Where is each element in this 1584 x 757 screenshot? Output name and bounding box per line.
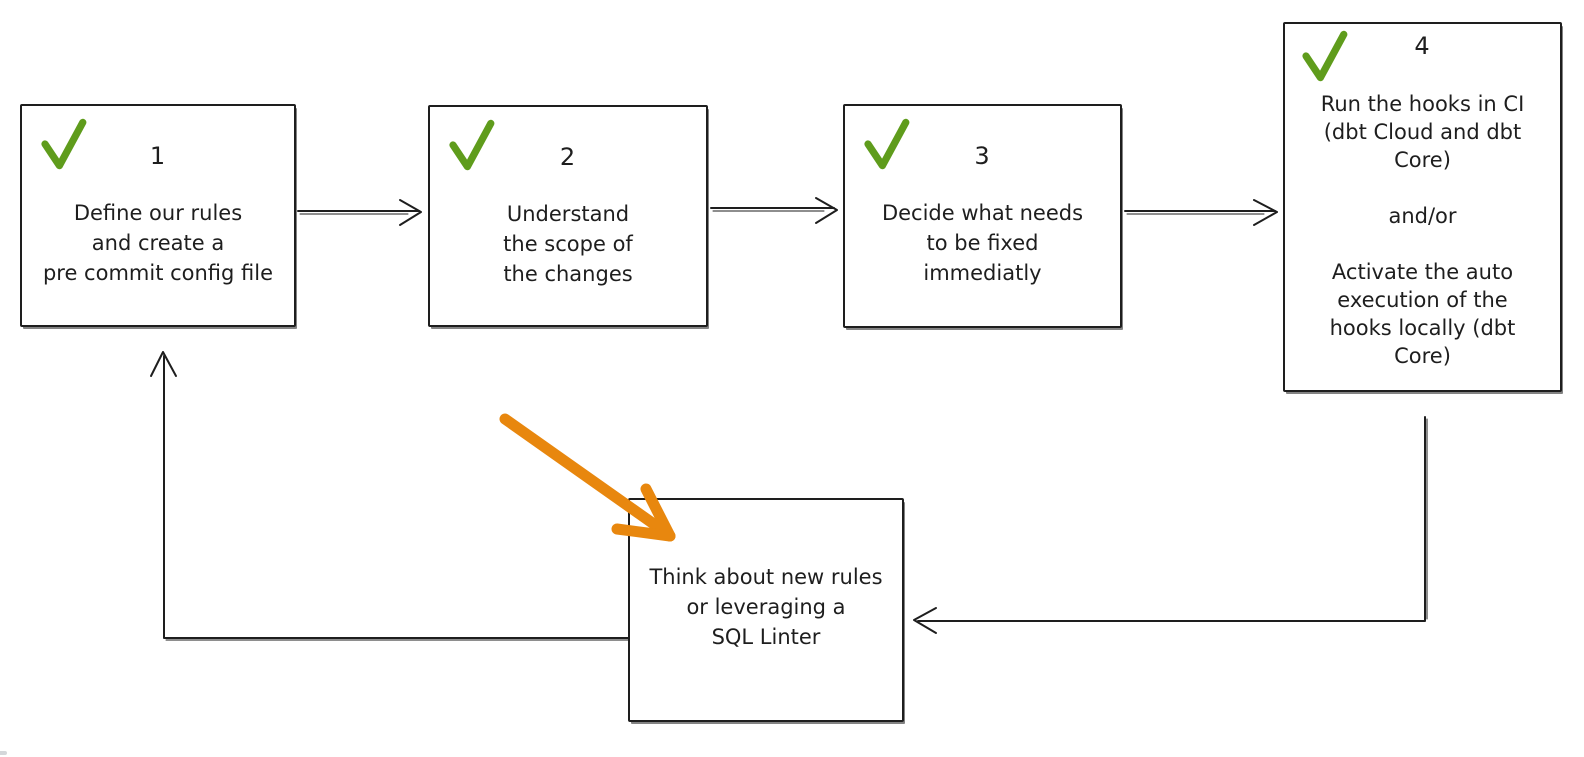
step-3-box[interactable]: 3 Decide what needs to be fixed immediat… bbox=[843, 104, 1122, 328]
text-line: Decide what needs bbox=[881, 201, 1084, 225]
arrow-step1-step2-icon[interactable] bbox=[297, 199, 422, 226]
text-line: and create a bbox=[91, 231, 225, 255]
step-1-box[interactable]: 1 Define our rules and create a pre comm… bbox=[20, 104, 296, 327]
text-line: execution of the bbox=[1337, 288, 1508, 312]
text-line: SQL Linter bbox=[711, 625, 821, 649]
arrow-step4-loopbox-icon[interactable] bbox=[913, 416, 1428, 634]
step-number: 3 bbox=[974, 142, 991, 170]
screen-corner-artifact bbox=[0, 751, 7, 755]
arrow-step3-step4-icon[interactable] bbox=[1124, 199, 1278, 226]
text-line: Core) bbox=[1394, 148, 1451, 172]
step-text: Run the hooks in CI (dbt Cloud and dbt C… bbox=[1285, 90, 1560, 370]
step-text: Define our rules and create a pre commit… bbox=[22, 198, 294, 288]
text-line: (dbt Cloud and dbt bbox=[1323, 120, 1522, 144]
loop-box-text: Think about new rules or leveraging a SQ… bbox=[630, 562, 902, 652]
step-number: 4 bbox=[1414, 32, 1431, 60]
check-icon bbox=[1302, 30, 1348, 82]
text-line: or leveraging a bbox=[686, 595, 846, 619]
text-line: Run the hooks in CI bbox=[1320, 92, 1525, 116]
orange-arrow-icon[interactable] bbox=[499, 413, 676, 542]
text-line: immediatly bbox=[923, 261, 1042, 285]
step-2-box[interactable]: 2 Understand the scope of the changes bbox=[428, 105, 708, 327]
text-line: hooks locally (dbt bbox=[1329, 316, 1516, 340]
text-line: Think about new rules bbox=[649, 565, 883, 589]
check-icon bbox=[864, 118, 910, 170]
text-line: the scope of bbox=[503, 232, 633, 256]
arrow-loopbox-step1-icon[interactable] bbox=[150, 351, 631, 641]
text-line: and/or bbox=[1388, 204, 1457, 228]
check-icon bbox=[41, 118, 87, 170]
step-4-box[interactable]: 4 Run the hooks in CI (dbt Cloud and dbt… bbox=[1283, 22, 1562, 392]
text-line: Define our rules bbox=[73, 201, 243, 225]
text-line: to be fixed bbox=[926, 231, 1039, 255]
step-text: Understand the scope of the changes bbox=[430, 199, 706, 289]
step-number: 2 bbox=[559, 143, 577, 171]
step-text: Decide what needs to be fixed immediatly bbox=[845, 198, 1120, 288]
text-line: pre commit config file bbox=[42, 261, 274, 285]
text-line: Core) bbox=[1394, 344, 1451, 368]
text-line: the changes bbox=[503, 262, 633, 286]
check-icon bbox=[449, 119, 495, 171]
text-line: Understand bbox=[506, 202, 630, 226]
step-number: 1 bbox=[149, 142, 167, 170]
arrow-step2-step3-icon[interactable] bbox=[710, 197, 838, 224]
text-line: Activate the auto bbox=[1331, 260, 1514, 284]
